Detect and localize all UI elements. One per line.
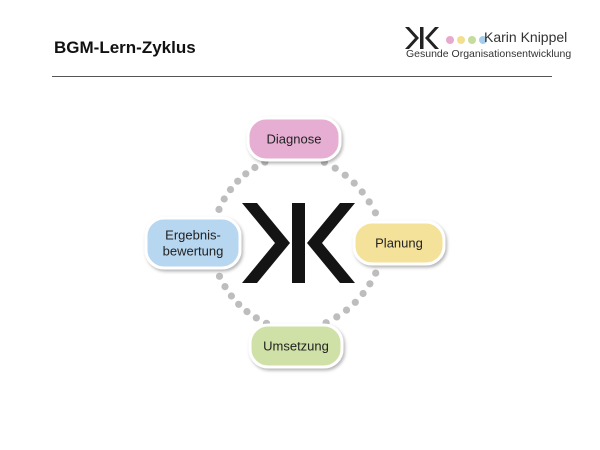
connector-dot bbox=[215, 205, 223, 213]
connector-dot bbox=[243, 308, 251, 316]
connector-dot bbox=[221, 283, 229, 291]
cycle-node-label: bewertung bbox=[163, 244, 224, 259]
connector-dot bbox=[358, 188, 366, 196]
cycle-node-label: Planung bbox=[375, 236, 423, 251]
connector-dot bbox=[215, 272, 224, 280]
cycle-node-umsetzung: Umsetzung bbox=[248, 323, 344, 369]
header-divider bbox=[52, 76, 552, 77]
cycle-node-label: Umsetzung bbox=[263, 339, 329, 354]
connector-dot bbox=[351, 298, 359, 306]
connector-dot bbox=[372, 269, 380, 277]
kk-logo-icon bbox=[405, 27, 439, 49]
connector-dot bbox=[333, 313, 341, 321]
connector-dot bbox=[365, 198, 373, 206]
cycle-node-box bbox=[144, 216, 242, 270]
cycle-node-diagnose: Diagnose bbox=[246, 116, 342, 162]
page-title: BGM-Lern-Zyklus bbox=[54, 38, 196, 57]
connector-dot bbox=[359, 289, 367, 298]
connector-dot bbox=[252, 314, 260, 322]
logo-dot bbox=[457, 36, 465, 44]
cycle-node-label: Ergebnis- bbox=[165, 228, 221, 243]
center-kk-icon bbox=[242, 203, 355, 283]
connector-dot bbox=[341, 171, 349, 179]
connector-dot bbox=[350, 179, 358, 187]
connector-dot bbox=[226, 186, 235, 194]
connector-dot bbox=[251, 163, 259, 172]
connector-dot bbox=[227, 292, 235, 300]
logo-tagline: Gesunde Organisationsentwicklung bbox=[406, 48, 572, 60]
logo-name: Karin Knippel bbox=[484, 29, 568, 45]
connector-dot bbox=[366, 280, 374, 288]
connector-dot bbox=[242, 170, 250, 178]
cycle-node-ergebnisbewertung: Ergebnis-bewertung bbox=[144, 216, 242, 270]
logo-dots bbox=[446, 36, 487, 44]
connector-dot bbox=[342, 306, 351, 314]
cycle-node-label: Diagnose bbox=[267, 132, 322, 147]
logo-dot bbox=[446, 36, 454, 44]
connector-dot bbox=[220, 195, 228, 203]
connector-dot bbox=[371, 209, 379, 217]
logo-dot bbox=[468, 36, 476, 44]
cycle-node-box bbox=[248, 323, 344, 369]
cycle-node-box bbox=[246, 116, 342, 162]
logo-dot bbox=[479, 36, 487, 44]
company-logo: Karin Knippel Gesunde Organisationsentwi… bbox=[402, 24, 571, 64]
connector-dot bbox=[235, 300, 243, 308]
cycle-node-box bbox=[352, 220, 446, 266]
connector-dot bbox=[234, 177, 242, 185]
connector-dot bbox=[331, 164, 339, 172]
cycle-node-planung: Planung bbox=[352, 220, 446, 266]
